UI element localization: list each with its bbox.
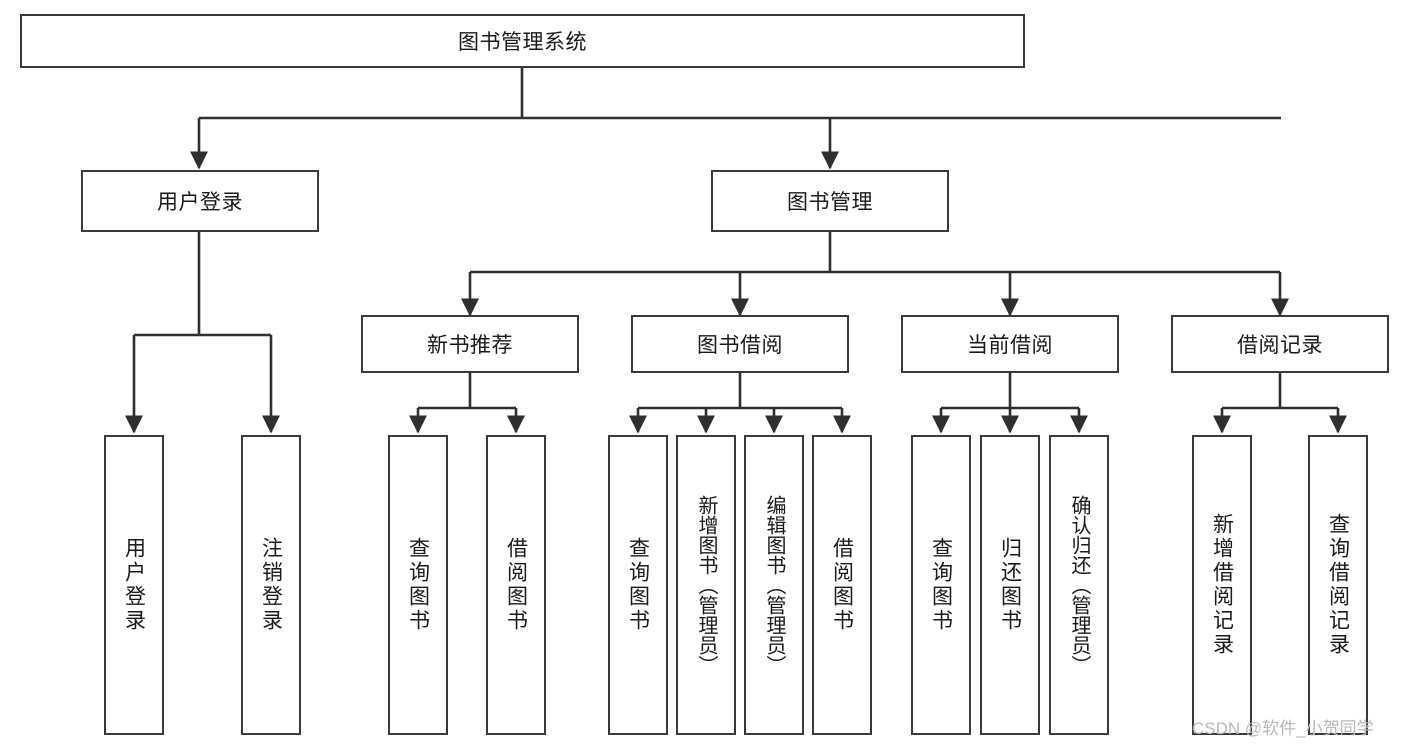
node-user-login[interactable]: 用户登录: [81, 170, 319, 232]
node-label: 新书推荐: [427, 334, 513, 357]
node-label: 借阅图书: [504, 537, 528, 633]
node-label: 编辑图书（管理员）: [763, 495, 785, 675]
node-label: 查询图书: [929, 537, 953, 633]
node-leaf-user-login[interactable]: 用户登录: [104, 435, 164, 735]
node-leaf-query-book-1[interactable]: 查询图书: [388, 435, 448, 735]
node-label: 新增图书（管理员）: [695, 495, 717, 675]
node-leaf-query-book-2[interactable]: 查询图书: [608, 435, 668, 735]
node-root-book-management-system[interactable]: 图书管理系统: [20, 14, 1025, 68]
node-leaf-query-record[interactable]: 查询借阅记录: [1308, 435, 1368, 735]
node-leaf-borrow-book-2[interactable]: 借阅图书: [812, 435, 872, 735]
node-label: 借阅记录: [1237, 334, 1323, 357]
node-label: 用户登录: [122, 537, 146, 633]
node-label: 图书借阅: [697, 334, 783, 357]
node-leaf-return-book[interactable]: 归还图书: [980, 435, 1040, 735]
node-leaf-add-record[interactable]: 新增借阅记录: [1192, 435, 1252, 735]
node-label: 归还图书: [998, 537, 1022, 633]
node-new-book-recommend[interactable]: 新书推荐: [361, 315, 579, 373]
node-label: 当前借阅: [967, 334, 1053, 357]
node-leaf-user-logout[interactable]: 注销登录: [241, 435, 301, 735]
node-current-borrow[interactable]: 当前借阅: [901, 315, 1119, 373]
node-label: 确认归还（管理员）: [1068, 495, 1090, 675]
node-label: 用户登录: [157, 191, 243, 214]
node-leaf-add-book[interactable]: 新增图书（管理员）: [676, 435, 736, 735]
node-label: 图书管理: [787, 191, 873, 214]
node-label: 查询图书: [406, 537, 430, 633]
node-leaf-edit-book[interactable]: 编辑图书（管理员）: [744, 435, 804, 735]
node-leaf-confirm-return[interactable]: 确认归还（管理员）: [1049, 435, 1109, 735]
node-label: 图书管理系统: [458, 31, 587, 54]
node-label: 借阅图书: [830, 537, 854, 633]
node-leaf-query-book-3[interactable]: 查询图书: [911, 435, 971, 735]
node-borrow-record[interactable]: 借阅记录: [1171, 315, 1389, 373]
node-book-borrow[interactable]: 图书借阅: [631, 315, 849, 373]
node-book-manage[interactable]: 图书管理: [711, 170, 949, 232]
node-label: 查询借阅记录: [1326, 513, 1350, 657]
node-label: 查询图书: [626, 537, 650, 633]
node-leaf-borrow-book-1[interactable]: 借阅图书: [486, 435, 546, 735]
node-label: 新增借阅记录: [1210, 513, 1234, 657]
node-label: 注销登录: [259, 537, 283, 633]
